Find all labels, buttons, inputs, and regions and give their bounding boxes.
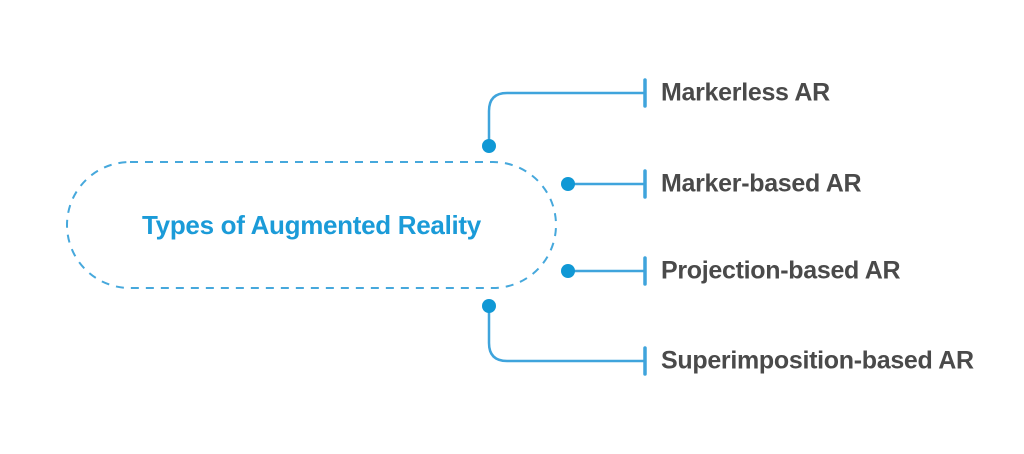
branch-label-marker-based: Marker-based AR (661, 169, 862, 198)
branch-label-markerless: Markerless AR (661, 78, 830, 107)
connector-superimposition-based (487, 304, 646, 363)
central-node: Types of Augmented Reality (67, 162, 556, 288)
branch-label-superimposition-based: Superimposition-based AR (661, 346, 974, 375)
branch-label-projection-based: Projection-based AR (661, 256, 901, 285)
dot-marker-based (561, 177, 575, 191)
central-node-title: Types of Augmented Reality (142, 209, 481, 240)
dot-projection-based (561, 264, 575, 278)
central-node-outline (66, 161, 557, 289)
dot-superimposition-based (482, 299, 496, 313)
dot-markerless (482, 139, 496, 153)
connector-markerless (487, 91, 646, 148)
